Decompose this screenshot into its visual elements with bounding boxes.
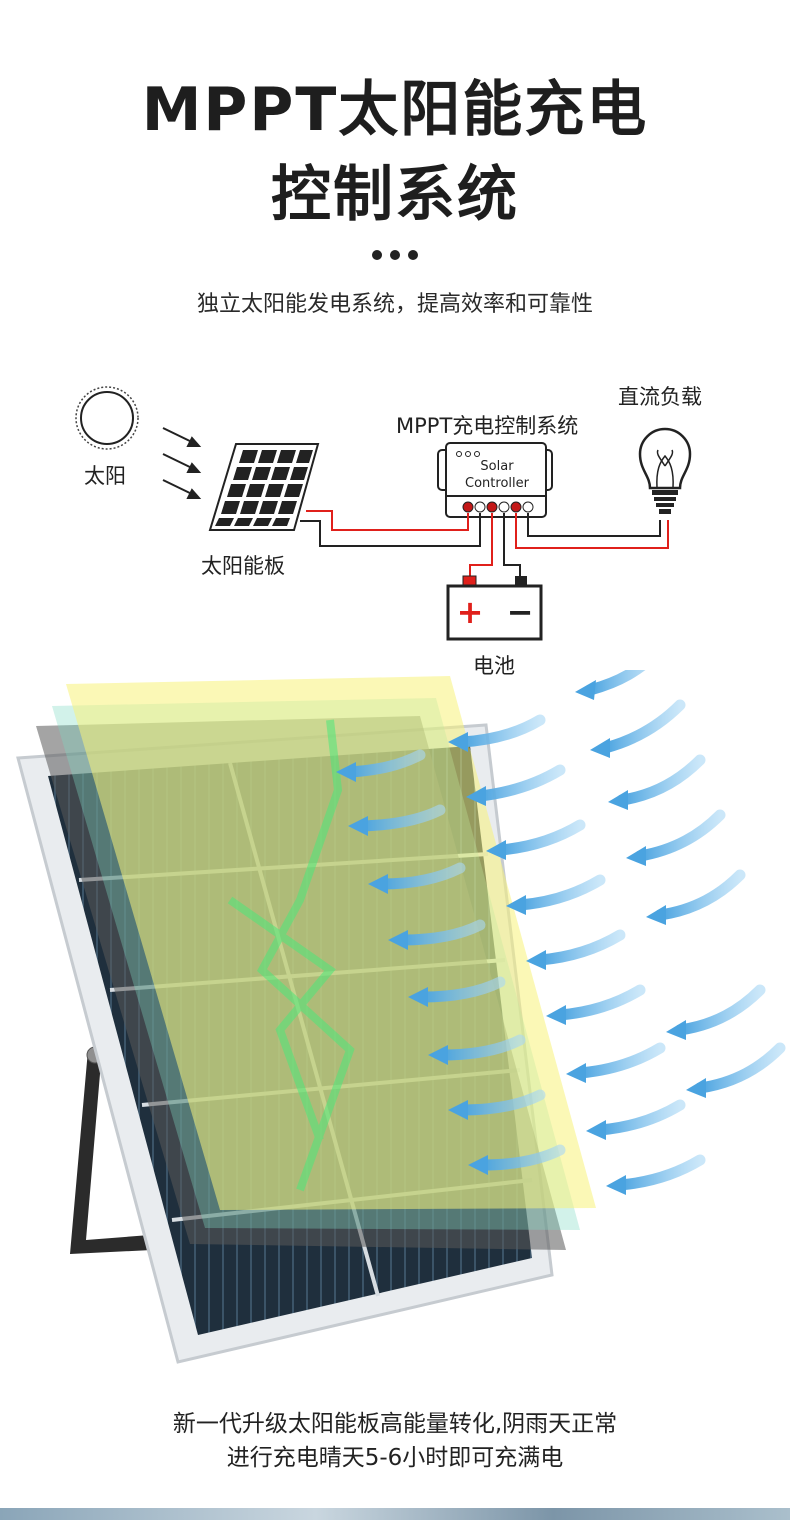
solar-panel-label: 太阳能板 — [201, 554, 285, 578]
energy-lines — [227, 719, 355, 1192]
solar-panel-icon — [208, 443, 320, 531]
page-subtitle: 独立太阳能发电系统，提高效率和可靠性 — [196, 292, 593, 317]
footer-text-line1: 新一代升级太阳能板高能量转化,阴雨天正常 — [172, 1411, 618, 1437]
footer-image-strip — [0, 1508, 790, 1520]
controller-label: MPPT充电控制系统 — [396, 414, 579, 438]
solar-controller-icon: Solar Controller — [437, 442, 553, 518]
overlay-yellow — [66, 676, 596, 1210]
footer-text-line2: 进行充电晴天5-6小时即可充满电 — [226, 1445, 564, 1471]
controller-text-line2: Controller — [465, 476, 530, 491]
decorative-dots — [0, 245, 790, 264]
page-title-line2: 控制系统 — [271, 160, 519, 230]
sun-label: 太阳 — [84, 464, 126, 488]
battery-label: 电池 — [473, 654, 515, 678]
page-title-line1: MPPT太阳能充电 — [141, 75, 649, 145]
battery-plus: + — [457, 593, 484, 631]
dc-load-label: 直流负载 — [618, 385, 702, 409]
sunray-arrows-icon — [162, 427, 202, 499]
controller-terminals — [462, 501, 534, 513]
system-diagram: Solar Controller + − — [75, 386, 692, 641]
light-bulb-icon — [638, 427, 692, 514]
wind-arrowheads — [336, 680, 706, 1195]
wind-arrows — [344, 670, 786, 1191]
sun-icon — [75, 386, 139, 450]
battery-icon: + − — [446, 575, 543, 641]
controller-text-line1: Solar — [480, 459, 514, 474]
battery-minus: − — [507, 593, 534, 631]
solar-panel-product-illustration — [16, 670, 786, 1364]
